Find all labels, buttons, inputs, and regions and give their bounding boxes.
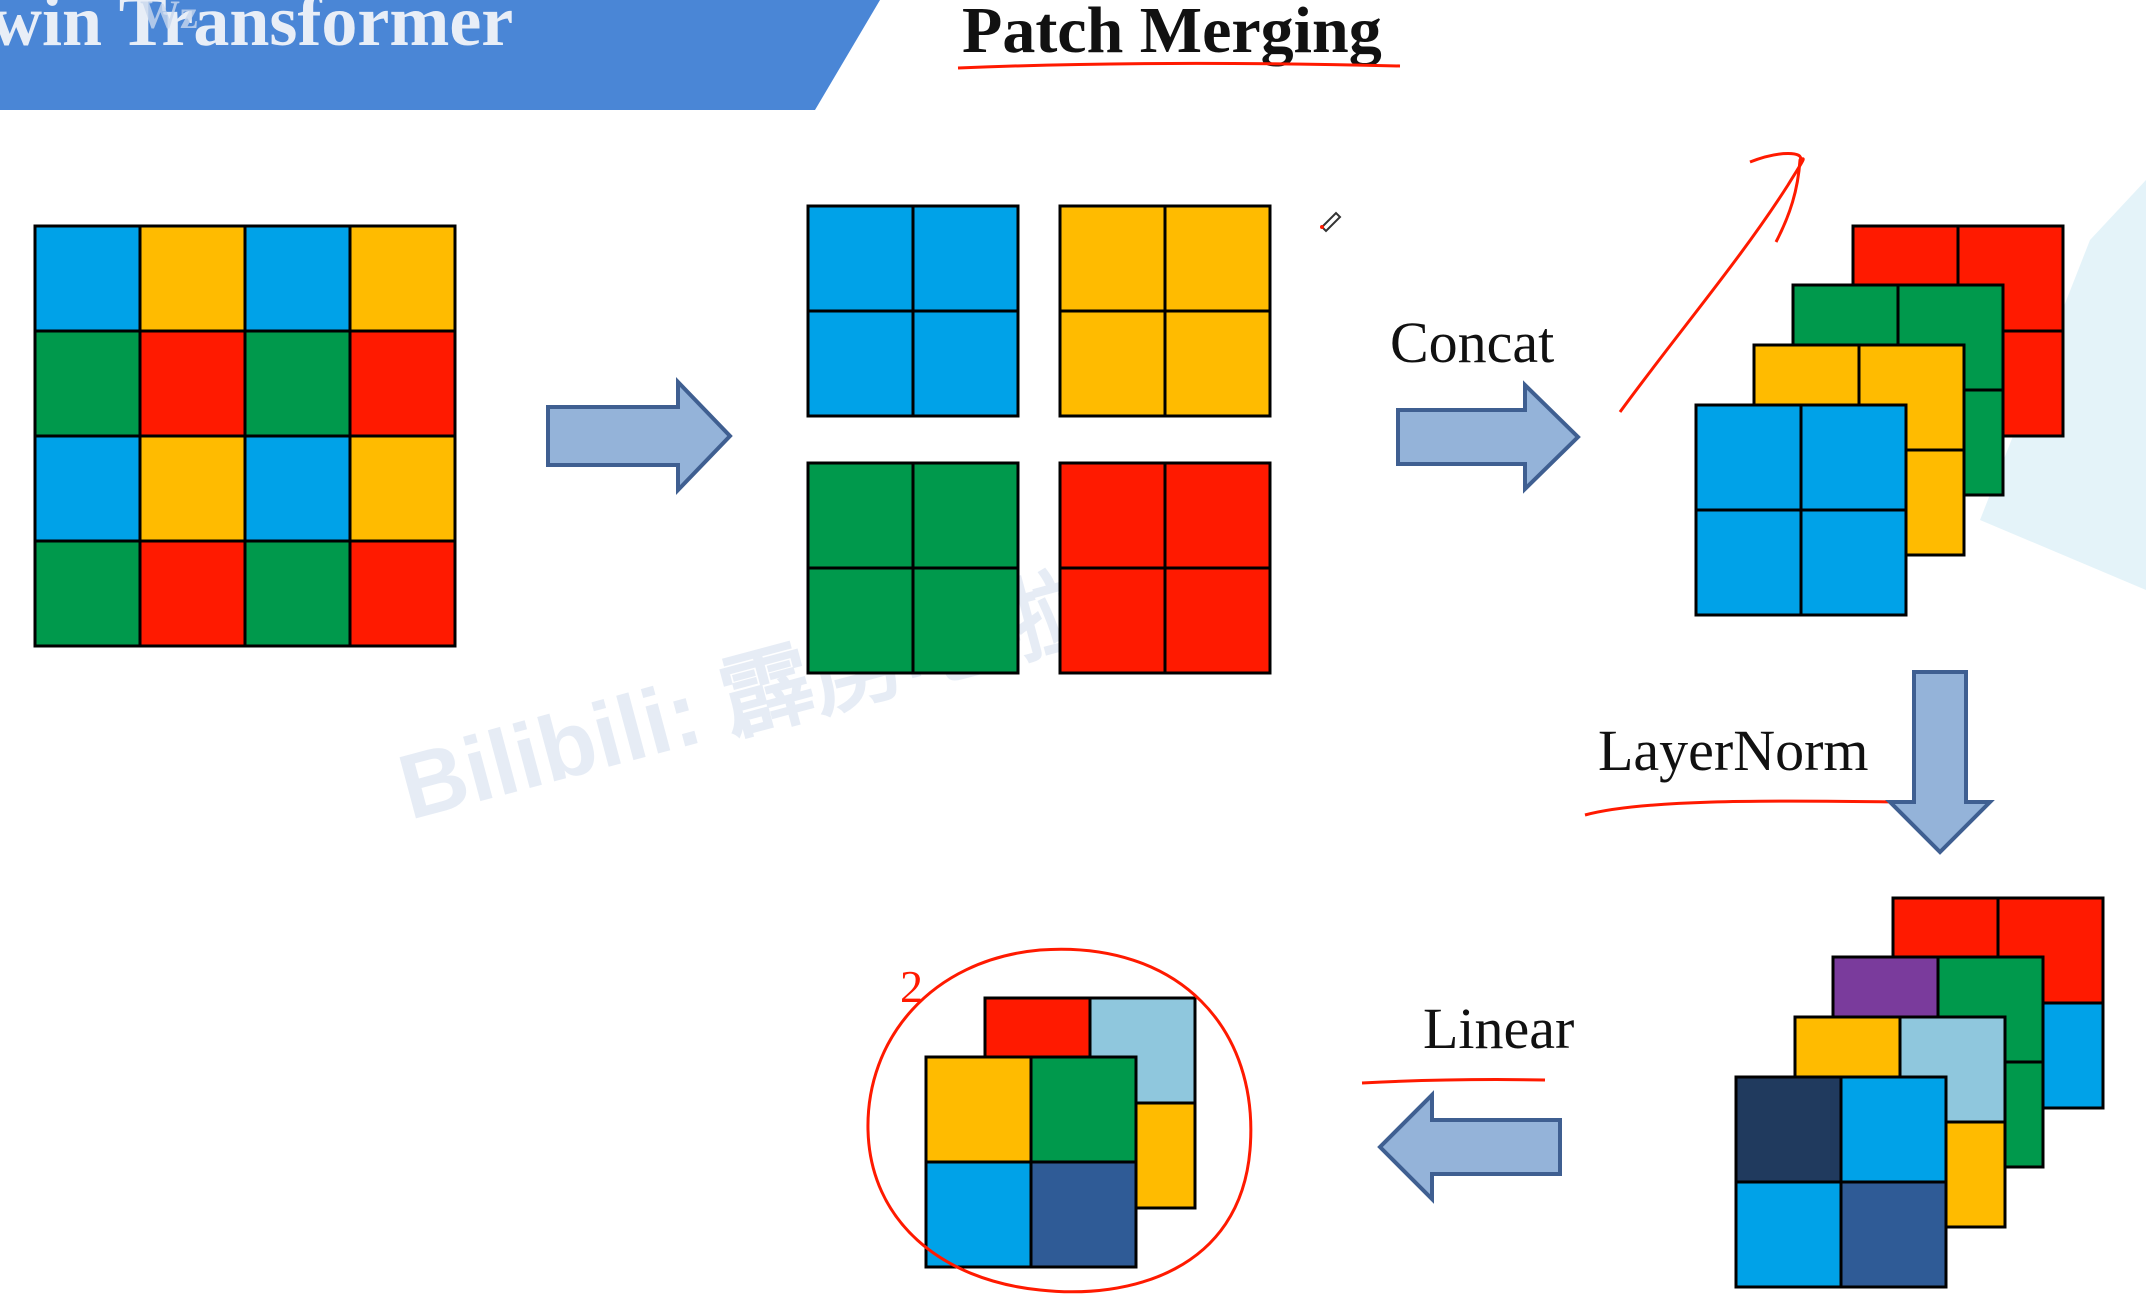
banner-overlay-text: Wz [140,0,198,37]
split-patch-green [806,461,1020,675]
split-patch-blue [806,204,1020,418]
layernorm-arrow-icon [1885,670,1995,855]
input-cell [348,224,457,333]
split-patch-yellow [1058,204,1272,418]
layernorm-stack [1734,896,2105,1289]
output-stack [924,996,1197,1269]
input-cell [33,539,142,648]
input-cell [33,224,142,333]
input-cell [33,329,142,438]
arrow-right-icon [546,377,733,495]
input-cell [243,224,352,333]
banner-text: win Transformer [0,0,513,61]
input-cell [138,434,247,543]
annotation-arrowhead [1749,152,1803,243]
concat-label: Concat [1390,310,1554,375]
input-cell [348,329,457,438]
input-cell [348,434,457,543]
input-cell [243,539,352,648]
banner-background [0,0,880,110]
layernorm-label: LayerNorm [1598,718,1869,783]
input-cell [243,329,352,438]
concat-arrow-icon [1396,380,1581,494]
input-cell [138,539,247,648]
input-cell [138,329,247,438]
input-feature-map [33,224,457,648]
pen-cursor-icon [1320,211,1342,233]
split-patch-red [1058,461,1272,675]
output-layer-front [924,1055,1138,1269]
annotation-number: 2 [900,961,923,1012]
concat-stack [1694,224,2065,617]
page-title: Patch Merging [962,0,1382,67]
pen-tip [1320,225,1324,229]
header-banner: win Transformer Wz [0,0,880,110]
input-cell [33,434,142,543]
input-cell [243,434,352,543]
input-cell [138,224,247,333]
stack-layer-blue [1694,403,1908,617]
linear-underline [1361,1078,1546,1085]
title-underline [957,61,1401,70]
layernorm-underline [1584,799,1896,817]
annotation-stroke [1618,157,1805,413]
input-cell [348,539,457,648]
linear-arrow-icon [1377,1090,1562,1204]
norm-layer-front [1734,1075,1948,1289]
annotation-circle [866,947,1253,1294]
linear-label: Linear [1423,996,1574,1061]
